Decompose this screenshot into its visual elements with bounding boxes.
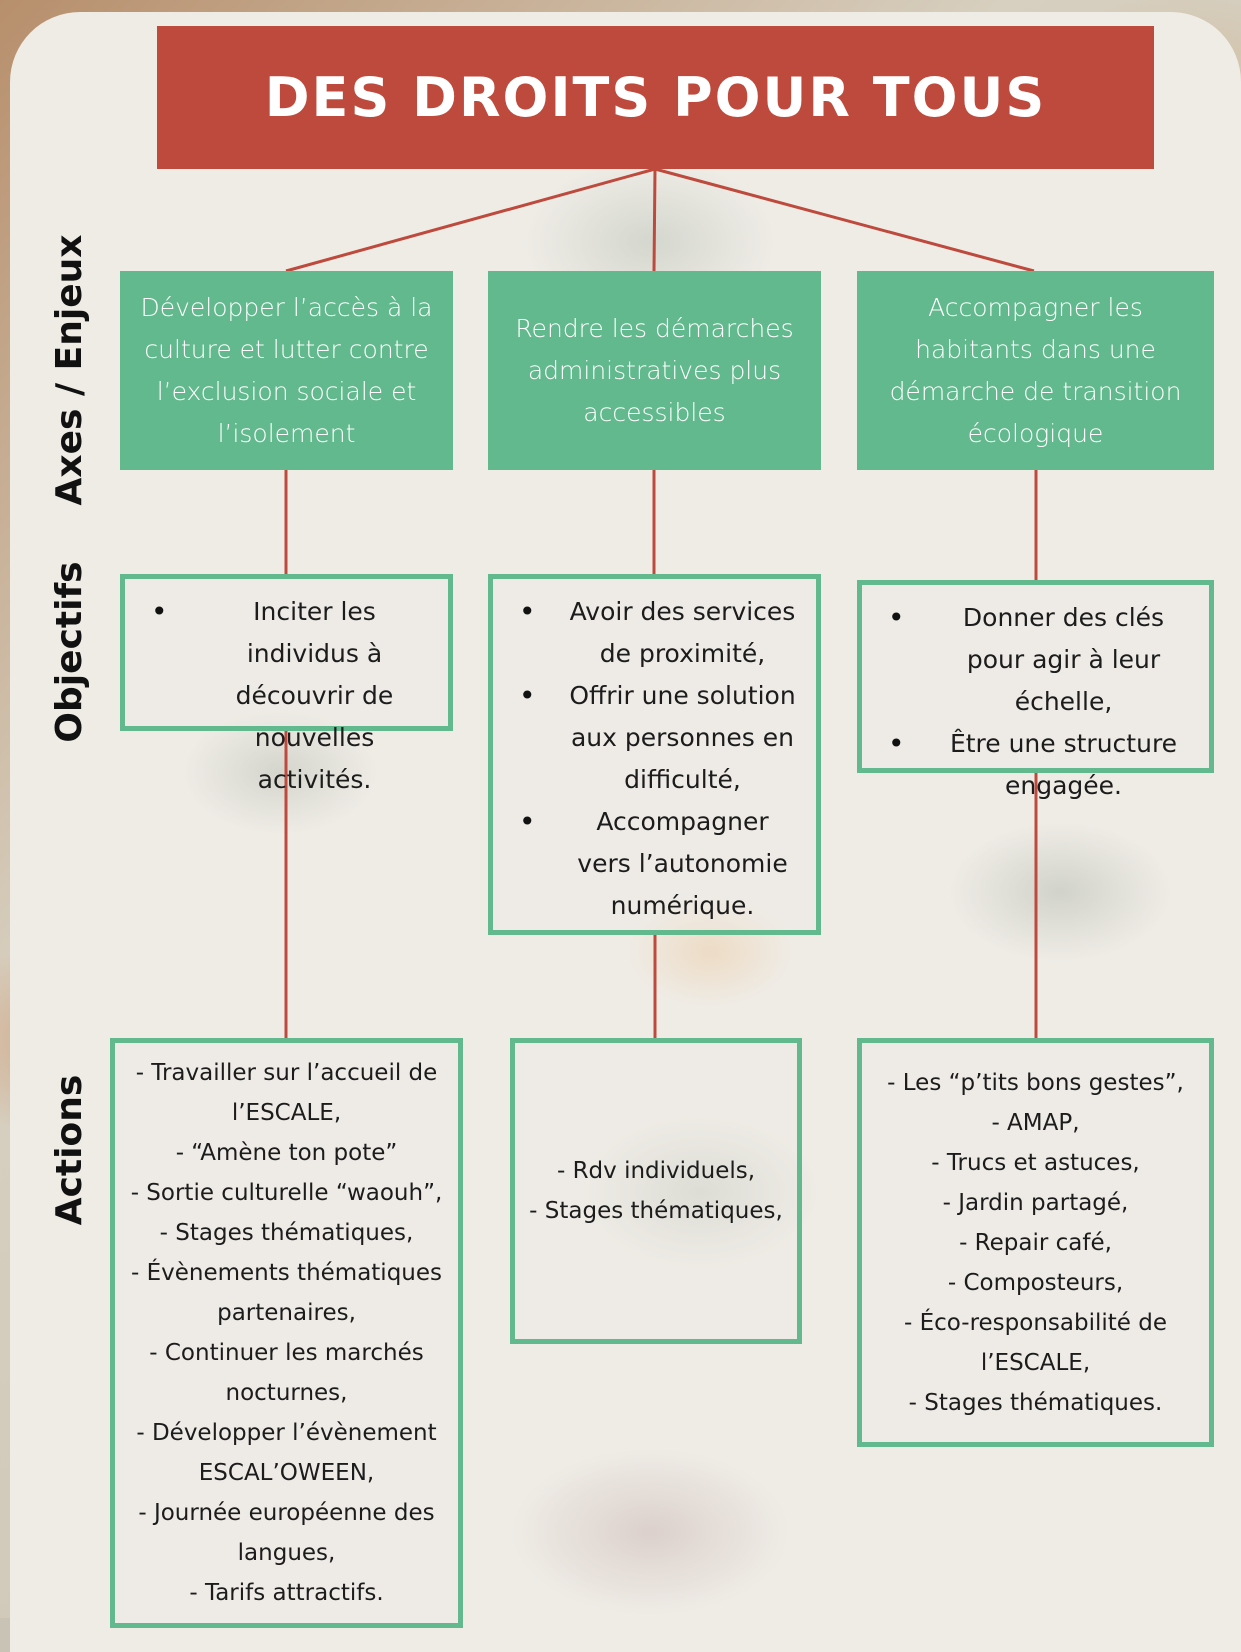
objectif-item: Inciter les individus à découvrir de nou… [143, 591, 430, 801]
objectifs-box-transition: Donner des clés pour agir à leur échelle… [857, 580, 1214, 800]
objectifs-box-culture: Inciter les individus à découvrir de nou… [120, 574, 453, 794]
objectif-item: Offrir une solution aux personnes en dif… [511, 675, 798, 801]
connector-title-col2 [652, 168, 657, 272]
connector-title-col1 [285, 167, 656, 273]
connector-title-col3 [654, 167, 1035, 273]
objectifs-box-demarches: Avoir des services de proximité, Offrir … [488, 574, 821, 935]
row-label-axes: Axes / Enjeux [49, 234, 90, 506]
objectifs-list: Donner des clés pour agir à leur échelle… [862, 585, 1209, 817]
axe-text: Rendre les démarches administratives plu… [515, 313, 794, 427]
actions-box-demarches: - Rdv individuels, - Stages thématiques, [510, 1038, 802, 1344]
action-item: - Éco-responsabilité de l’ESCALE, [904, 1309, 1167, 1376]
objectif-item: Accompagner vers l’autonomie numérique. [511, 801, 798, 927]
row-label-actions: Actions [49, 1074, 90, 1226]
action-item: - Sortie culturelle “waouh”, [130, 1180, 443, 1206]
action-item: - Développer l’évènement ESCAL’OWEEN, [136, 1420, 437, 1486]
action-item: - Évènements thématiques partenaires, [130, 1260, 443, 1326]
objectifs-list: Avoir des services de proximité, Offrir … [493, 579, 816, 937]
action-item: - Journée européenne des langues, [138, 1500, 435, 1566]
axe-box-transition: Accompagner les habitants dans une démar… [857, 271, 1214, 470]
actions-box-culture: - Travailler sur l’accueil de l’ESCALE, … [110, 1038, 463, 1628]
actions-box-transition: - Les “p’tits bons gestes”, - AMAP, - Tr… [857, 1038, 1214, 1447]
row-label-objectifs: Objectifs [49, 561, 90, 743]
actions-list: - Rdv individuels, - Stages thématiques, [515, 1043, 797, 1339]
connector-lines [284, 167, 1038, 1038]
title-banner: DES DROITS POUR TOUS [157, 26, 1154, 169]
page-title: DES DROITS POUR TOUS [264, 66, 1047, 129]
axe-text: Accompagner les habitants dans une démar… [889, 292, 1182, 448]
action-item: - Stages thématiques, [159, 1220, 414, 1246]
action-item: - Travailler sur l’accueil de l’ESCALE, [135, 1060, 438, 1126]
action-item: - Stages thématiques, [529, 1198, 783, 1224]
action-item: - Repair café, [959, 1229, 1112, 1256]
action-item: - Continuer les marchés nocturnes, [149, 1340, 424, 1406]
action-item: - “Amène ton pote” [175, 1140, 398, 1166]
actions-list: - Les “p’tits bons gestes”, - AMAP, - Tr… [862, 1043, 1209, 1442]
action-item: - Trucs et astuces, [931, 1149, 1140, 1176]
axe-box-culture: Développer l’accès à la culture et lutte… [120, 271, 453, 470]
action-item: - Rdv individuels, [556, 1158, 756, 1184]
action-item: - Les “p’tits bons gestes”, [887, 1069, 1184, 1096]
axe-box-demarches: Rendre les démarches administratives plu… [488, 271, 821, 470]
action-item: - Tarifs attractifs. [189, 1580, 384, 1606]
objectif-item: Avoir des services de proximité, [511, 591, 798, 675]
objectif-item: Être une structure engagée. [880, 723, 1191, 807]
objectif-item: Donner des clés pour agir à leur échelle… [880, 597, 1191, 723]
axe-text: Développer l’accès à la culture et lutte… [140, 292, 433, 448]
actions-list: - Travailler sur l’accueil de l’ESCALE, … [115, 1043, 458, 1623]
action-item: - Stages thématiques. [908, 1389, 1163, 1416]
action-item: - Composteurs, [947, 1269, 1124, 1296]
action-item: - Jardin partagé, [942, 1189, 1129, 1216]
objectifs-list: Inciter les individus à découvrir de nou… [125, 579, 448, 811]
action-item: - AMAP, [991, 1109, 1080, 1136]
